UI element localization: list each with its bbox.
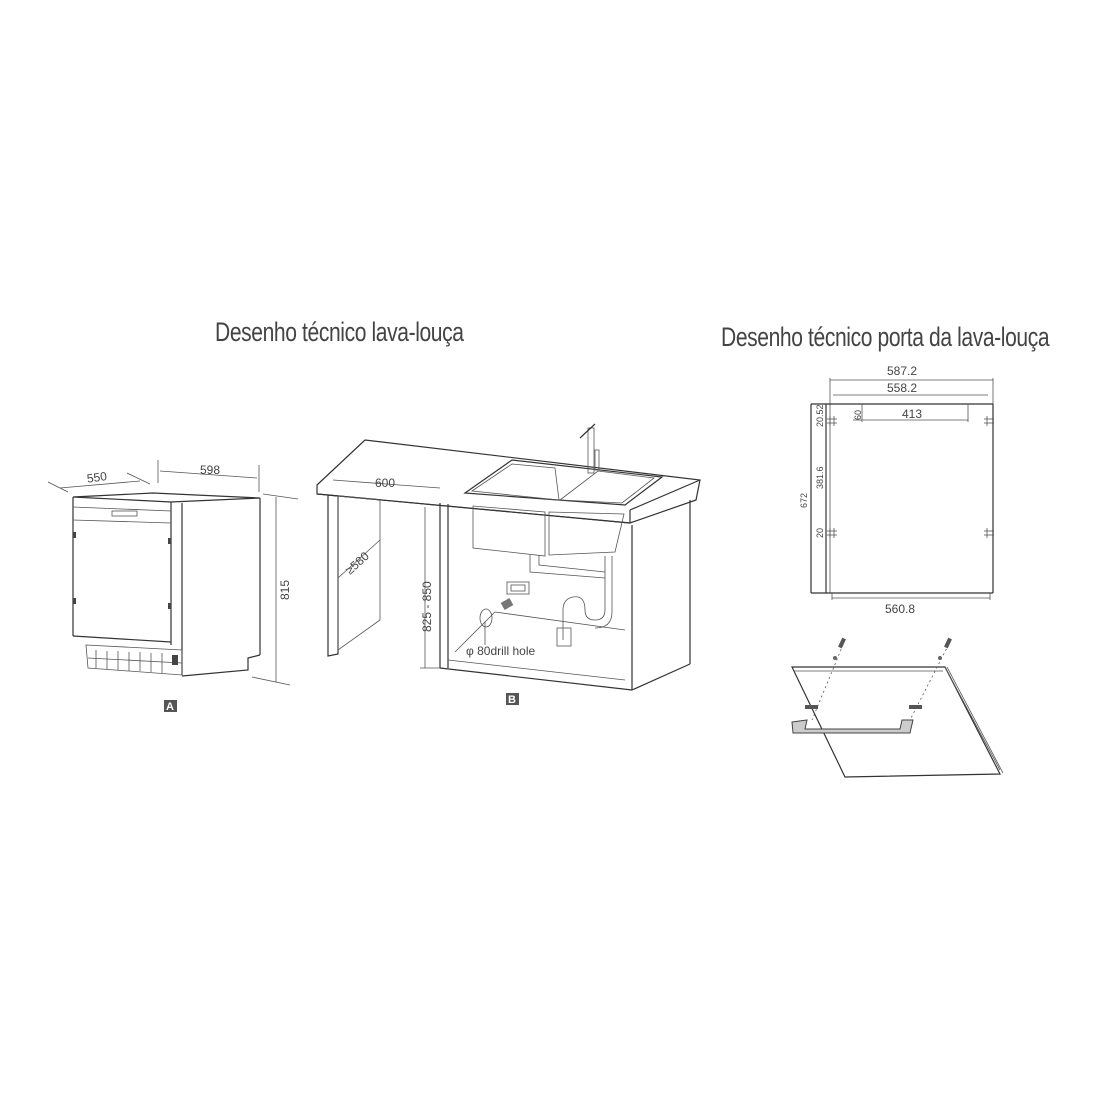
figure-a-badge bbox=[164, 700, 177, 712]
dim-height-815: 815 bbox=[278, 580, 292, 600]
title-door-drawing: Desenho técnico porta da lava-louça bbox=[721, 322, 1050, 352]
dim-top-margin: 20.52 bbox=[815, 404, 825, 427]
dim-depth-550: 550 bbox=[86, 469, 108, 486]
dim-top-offset: 60 bbox=[853, 410, 863, 420]
figure-a-dishwasher: 550 598 815 bbox=[47, 460, 299, 713]
drill-hole-annotation: φ 80drill hole bbox=[466, 644, 535, 658]
dim-depth-580: ≥580 bbox=[343, 549, 372, 577]
figure-a-label: A bbox=[166, 701, 174, 713]
dim-height-825-850: 825 - 850 bbox=[420, 581, 434, 632]
dim-bottom-width: 560.8 bbox=[885, 602, 915, 616]
figure-b-badge bbox=[506, 693, 519, 705]
dim-width-600: 600 bbox=[375, 476, 395, 490]
dim-bracket-spacing: 381.6 bbox=[815, 466, 825, 489]
figure-b-label: B bbox=[508, 694, 516, 706]
dim-bracket-height: 20 bbox=[815, 528, 825, 538]
dim-width-598: 598 bbox=[200, 463, 220, 477]
door-isometric-assembly bbox=[791, 637, 1004, 778]
dim-outer-width: 587.2 bbox=[887, 364, 917, 378]
dim-handle-span: 413 bbox=[902, 407, 922, 421]
figure-b-cabinet: 600 ≥580 825 - 850 bbox=[316, 423, 701, 706]
dim-inner-width: 558.2 bbox=[887, 381, 917, 395]
dim-door-height: 672 bbox=[799, 493, 809, 508]
door-technical-drawing: 587.2 558.2 413 60 560.8 bbox=[799, 364, 994, 616]
title-dishwasher-drawing: Desenho técnico lava-louça bbox=[215, 317, 464, 347]
